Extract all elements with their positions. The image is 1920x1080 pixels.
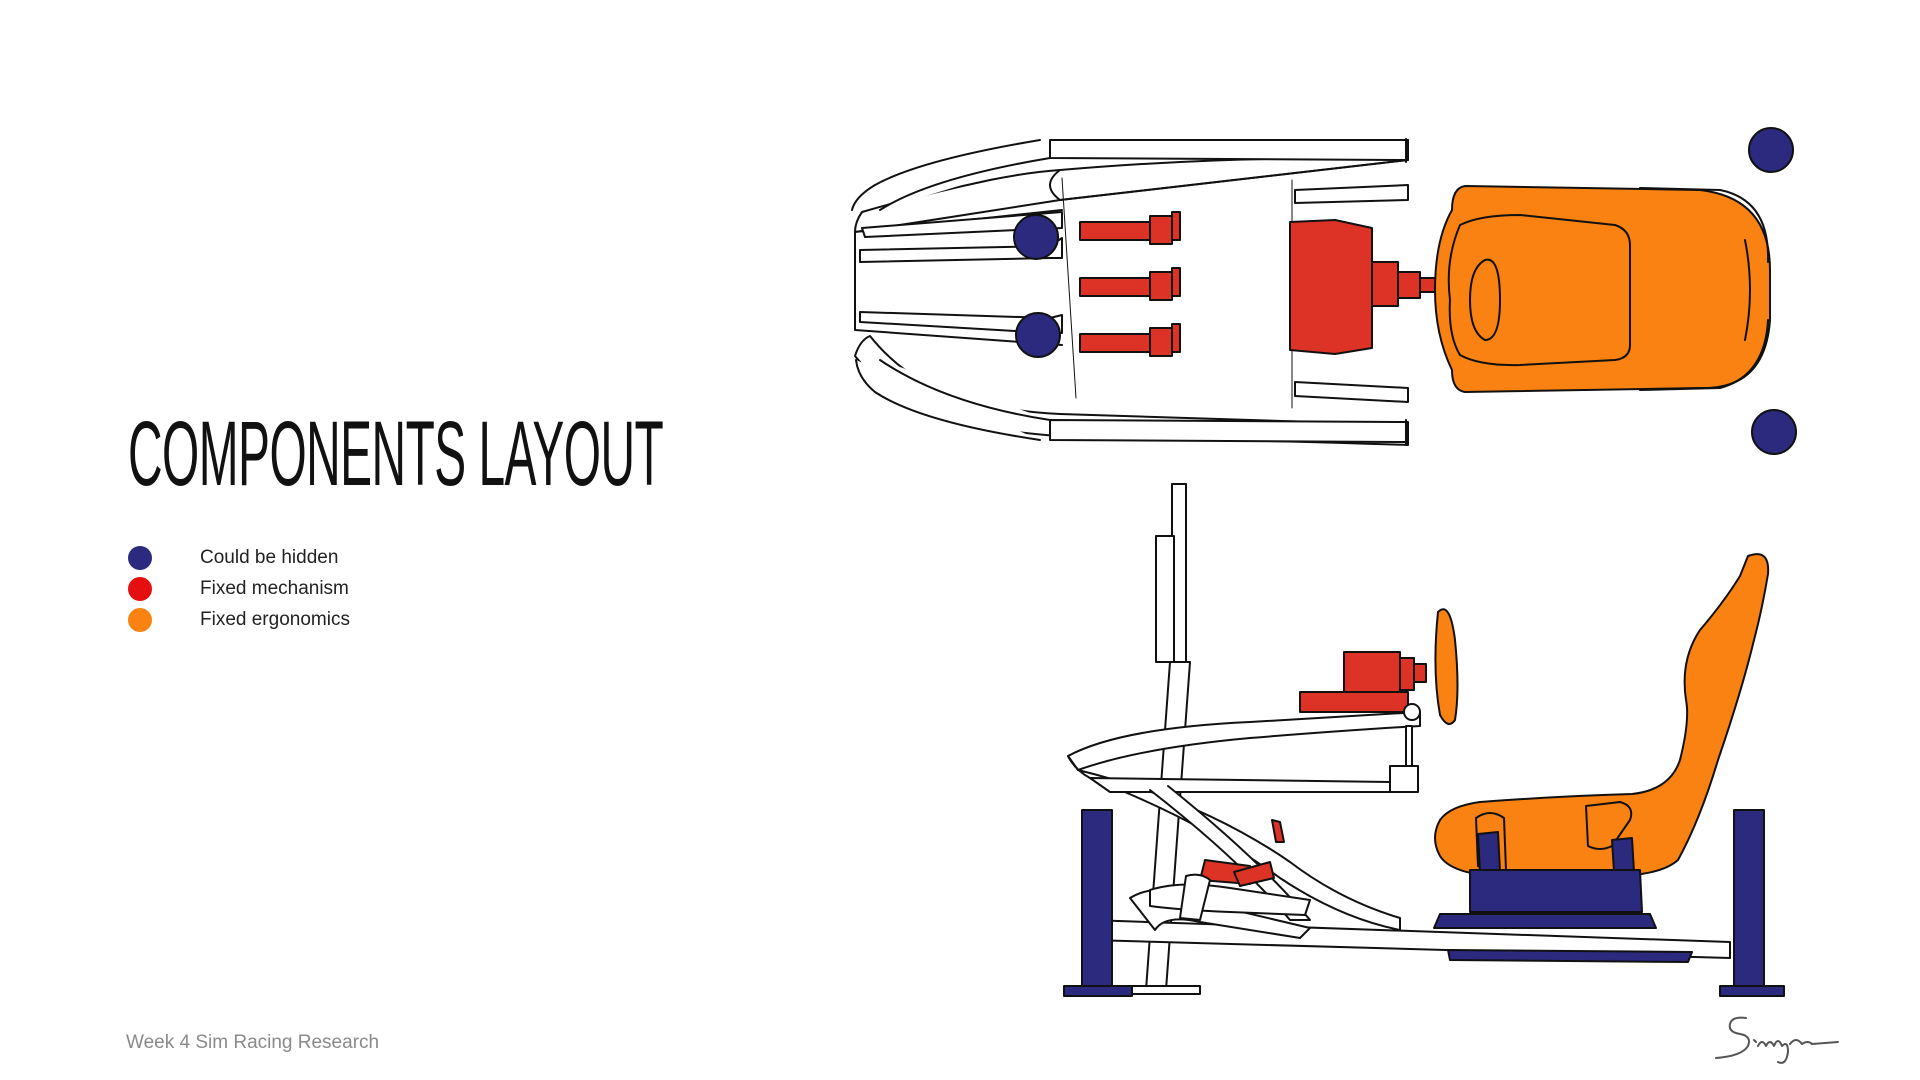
- legend-dot-hidden: [128, 546, 152, 570]
- side-pivot: [1403, 703, 1421, 721]
- legend-label: Fixed ergonomics: [200, 609, 350, 630]
- top-wheelbase: [1289, 219, 1441, 355]
- side-seat-mount: [1433, 831, 1693, 963]
- top-view-frame: [851, 138, 1409, 446]
- side-wheelbase: [1299, 608, 1459, 725]
- legend-dot-ergonomics: [128, 608, 152, 632]
- top-seat: [1434, 185, 1771, 393]
- page-title: COMPONENTS LAYOUT: [128, 403, 664, 505]
- top-hidden-markers: [1013, 127, 1797, 455]
- side-pedals: [1199, 819, 1285, 887]
- legend-label: Fixed mechanism: [200, 578, 349, 599]
- top-pedals: [1079, 211, 1181, 357]
- legend-label: Could be hidden: [200, 547, 339, 568]
- side-hidden-posts: [1063, 809, 1785, 997]
- side-seat: [1434, 553, 1770, 877]
- footer-caption: Week 4 Sim Racing Research: [126, 1032, 380, 1053]
- signature-mark: [1715, 1016, 1839, 1064]
- side-pedal-base: [1149, 873, 1311, 921]
- legend-dot-mechanism: [128, 577, 152, 601]
